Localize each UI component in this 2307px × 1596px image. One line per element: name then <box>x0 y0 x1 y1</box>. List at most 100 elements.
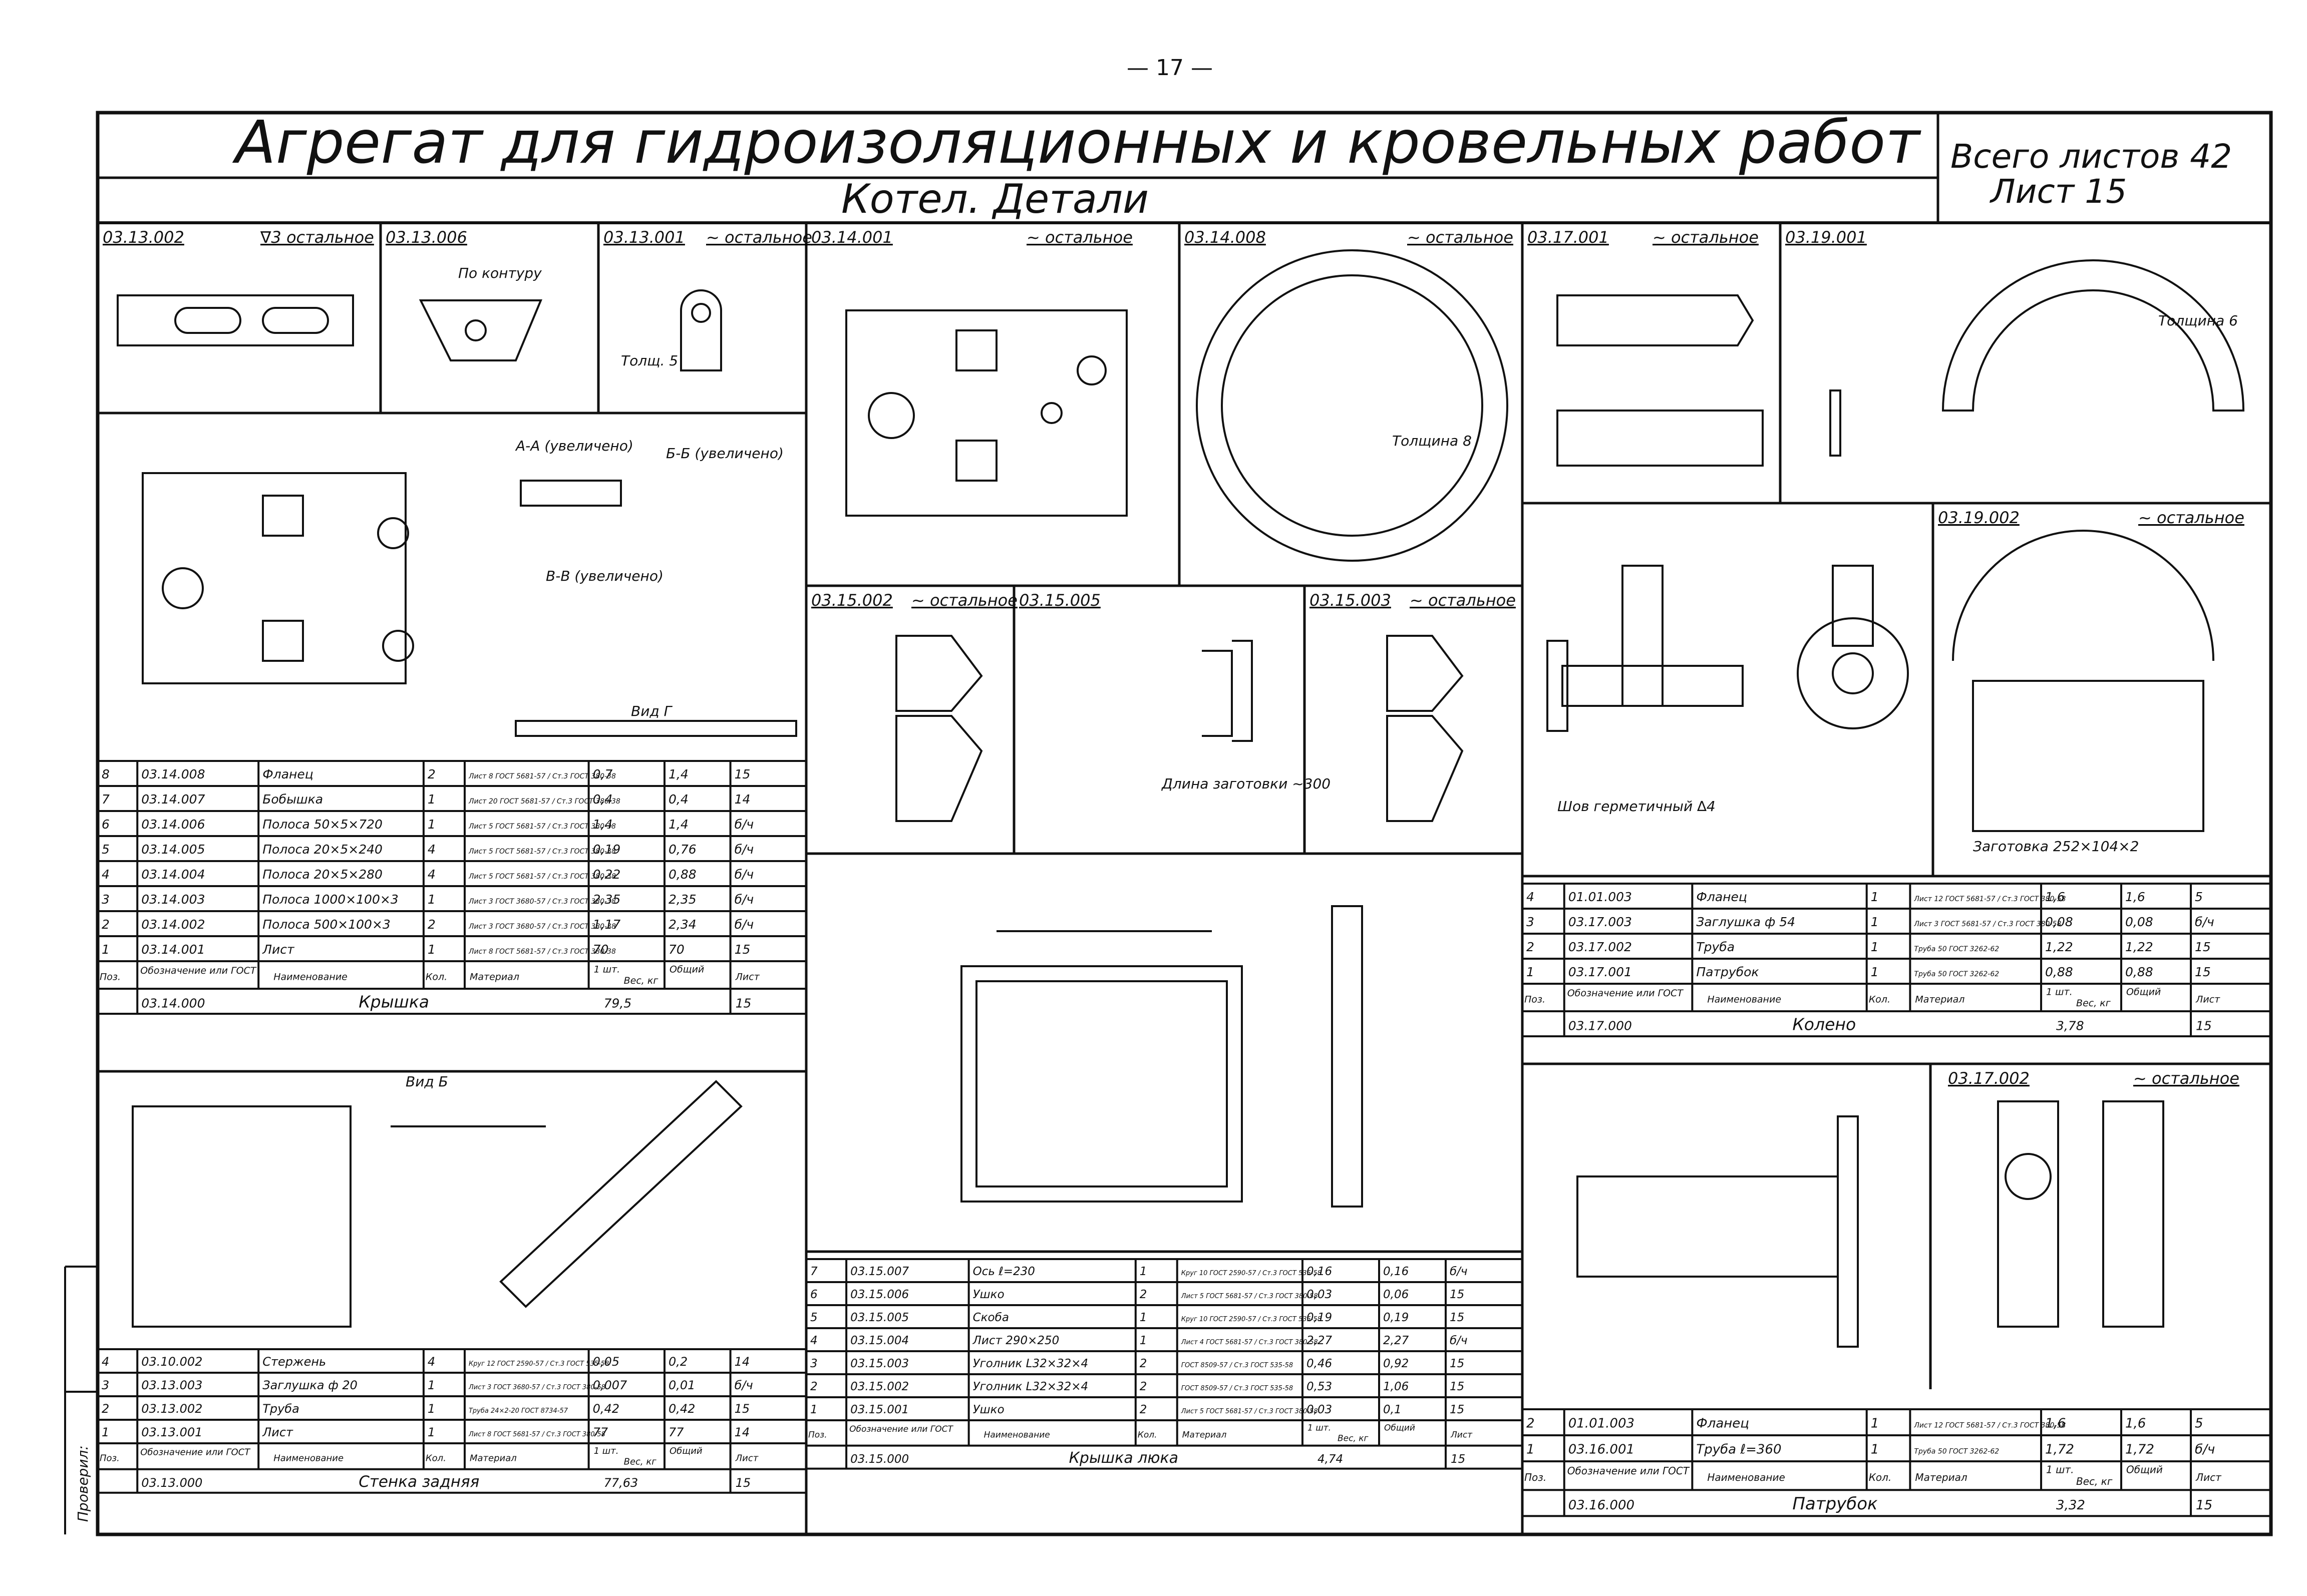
row-material: Лист 12 ГОСТ 5681-57 / Ст.3 ГОСТ 380-58 <box>1913 1421 2066 1429</box>
row-sheet: б/ч <box>735 842 754 857</box>
header-pos: Поз. <box>808 1430 827 1440</box>
row-sheet: б/ч <box>735 1378 753 1392</box>
assembly-title: Патрубок <box>1792 1494 1878 1514</box>
row-weight-total: 0,76 <box>669 842 697 857</box>
header-weight-total: Общий <box>2126 987 2161 998</box>
row-qty: 2 <box>428 767 436 781</box>
row-sheet: б/ч <box>2195 1442 2215 1457</box>
row-code: 03.15.003 <box>850 1357 909 1370</box>
row-name: Фланец <box>1696 890 1747 904</box>
row-code: 03.16.001 <box>1568 1442 1634 1457</box>
row-weight-total: 2,35 <box>669 892 697 907</box>
row-sheet: б/ч <box>735 892 754 907</box>
row-weight-unit: 1,4 <box>593 817 613 832</box>
row-pos: 3 <box>102 892 110 907</box>
row-weight-unit: 0,4 <box>593 792 613 807</box>
row-weight-unit: 0,16 <box>1306 1265 1332 1278</box>
row-weight-unit: 0,7 <box>593 767 613 781</box>
row-weight-total: 77 <box>669 1425 684 1439</box>
assembly-sheet: 15 <box>1451 1453 1465 1466</box>
row-qty: 1 <box>1871 1442 1879 1457</box>
row-qty: 1 <box>428 1378 435 1392</box>
row-name: Уголник L32×32×4 <box>973 1380 1089 1393</box>
row-pos: 3 <box>810 1357 818 1370</box>
row-sheet: б/ч <box>1450 1265 1468 1278</box>
row-pos: 1 <box>1526 965 1534 979</box>
row-qty: 1 <box>428 1402 435 1416</box>
row-pos: 5 <box>102 842 110 857</box>
assembly-sheet: 15 <box>736 1476 751 1490</box>
row-pos: 1 <box>102 942 110 957</box>
row-sheet: б/ч <box>735 817 754 832</box>
header-name: Наименование <box>273 972 348 983</box>
row-material: ГОСТ 8509-57 / Ст.3 ГОСТ 535-58 <box>1181 1362 1293 1369</box>
row-qty: 4 <box>428 867 436 882</box>
row-name: Ушко <box>973 1288 1005 1301</box>
row-weight-total: 1,6 <box>2125 1416 2146 1431</box>
row-code: 03.15.004 <box>850 1334 909 1347</box>
row-name: Полоса 50×5×720 <box>262 817 383 832</box>
row-code: 03.15.005 <box>850 1311 909 1324</box>
row-name: Лист 290×250 <box>972 1334 1060 1347</box>
row-weight-unit: 0,007 <box>593 1378 627 1392</box>
header-sheet: Лист <box>2195 994 2220 1005</box>
row-material: Круг 10 ГОСТ 2590-57 / Ст.3 ГОСТ 535-58 <box>1181 1270 1322 1277</box>
row-name: Патрубок <box>1696 965 1759 979</box>
header-pos: Поз. <box>1524 1471 1546 1483</box>
row-weight-total: 1,6 <box>2125 890 2145 904</box>
header-weight-unit: 1 шт. <box>594 964 620 975</box>
row-weight-unit: 0,03 <box>1306 1288 1332 1301</box>
header-weight-unit: 1 шт. <box>2046 987 2073 998</box>
row-weight-total: 0,4 <box>669 792 689 807</box>
row-code: 03.13.001 <box>141 1425 202 1439</box>
assembly-title: Крышка <box>359 992 429 1012</box>
header-sheet: Лист <box>1450 1430 1473 1440</box>
row-weight-total: 2,34 <box>669 917 697 932</box>
header-qty: Кол. <box>426 972 447 983</box>
row-code: 03.13.002 <box>141 1402 202 1416</box>
row-material: Лист 5 ГОСТ 5681-57 / Ст.3 ГОСТ 380-58 <box>1181 1408 1318 1415</box>
row-weight-total: 2,27 <box>1383 1334 1409 1347</box>
assembly-sheet: 15 <box>2196 1498 2212 1513</box>
row-code: 03.13.003 <box>141 1378 202 1392</box>
row-code: 03.10.002 <box>141 1355 202 1369</box>
row-material: Лист 4 ГОСТ 5681-57 / Ст.3 ГОСТ 380-58 <box>1181 1339 1318 1346</box>
row-weight-unit: 0,05 <box>593 1355 619 1369</box>
row-pos: 4 <box>102 1355 109 1369</box>
row-code: 03.15.001 <box>850 1403 909 1416</box>
header-weight-total: Общий <box>2126 1463 2163 1475</box>
row-qty: 1 <box>1871 965 1879 979</box>
row-pos: 7 <box>102 792 110 807</box>
row-pos: 2 <box>102 917 110 932</box>
row-qty: 1 <box>428 1425 435 1439</box>
row-weight-unit: 77 <box>593 1425 608 1439</box>
row-code: 03.14.001 <box>141 942 205 957</box>
row-sheet: б/ч <box>1450 1334 1468 1347</box>
row-material: Круг 12 ГОСТ 2590-57 / Ст.3 ГОСТ 535-58 <box>469 1360 609 1368</box>
row-name: Труба <box>262 1402 299 1416</box>
row-code: 03.14.008 <box>141 767 205 781</box>
row-pos: 2 <box>1526 1416 1535 1431</box>
row-code: 03.14.004 <box>141 867 205 882</box>
header-material: Материал <box>470 1453 517 1463</box>
row-material: Лист 5 ГОСТ 5681-57 / Ст.3 ГОСТ 380-38 <box>468 848 616 856</box>
row-name: Полоса 20×5×240 <box>262 842 383 857</box>
row-sheet: б/ч <box>735 917 754 932</box>
header-qty: Кол. <box>1869 994 1890 1005</box>
header-weight: Вес, кг <box>624 975 659 986</box>
header-name: Наименование <box>984 1430 1050 1440</box>
row-material: Труба 50 ГОСТ 3262-62 <box>1914 970 1999 978</box>
row-qty: 1 <box>1871 915 1879 929</box>
header-sheet: Лист <box>735 1453 759 1463</box>
row-qty: 4 <box>428 842 436 857</box>
row-name: Труба ℓ=360 <box>1696 1442 1781 1457</box>
row-weight-unit: 1,17 <box>593 917 621 932</box>
header-weight: Вес, кг <box>2076 1475 2113 1487</box>
row-name: Полоса 20×5×280 <box>262 867 383 882</box>
row-qty: 1 <box>1871 1416 1879 1431</box>
row-material: Лист 3 ГОСТ 3680-57 / Ст.3 ГОСТ 380-38 <box>468 898 616 906</box>
header-material: Материал <box>1182 1430 1227 1440</box>
row-weight-unit: 1,6 <box>2045 890 2065 904</box>
row-code: 03.15.007 <box>850 1265 909 1278</box>
